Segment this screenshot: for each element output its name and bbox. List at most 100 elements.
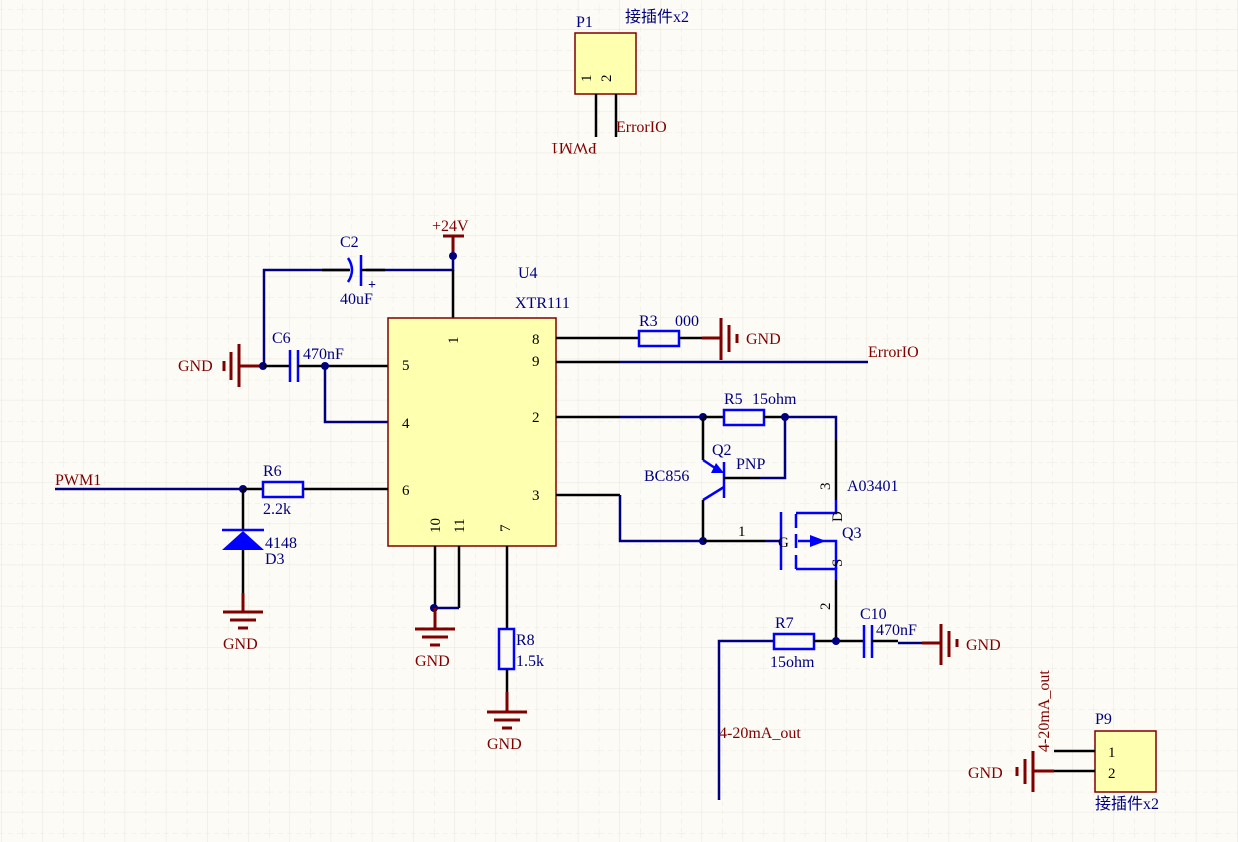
wire-pin3-gate <box>618 495 703 543</box>
q3-drain-label: D <box>830 511 846 522</box>
p9-net-out[interactable]: 4-20mA_out <box>1036 670 1053 752</box>
gnd-label-c6: GND <box>178 358 213 375</box>
u4-pin5: 5 <box>402 358 410 374</box>
gnd-label-c10: GND <box>966 637 1001 654</box>
resistor-r7[interactable]: R7 15ohm <box>770 615 816 671</box>
c2-curved-plate <box>346 257 354 283</box>
u4-pin1: 1 <box>446 337 462 345</box>
p1-body <box>574 32 637 95</box>
wire-r5-q2-base <box>760 417 787 480</box>
capacitor-c2[interactable]: C2 40uF + <box>322 234 385 308</box>
u4-ref: U4 <box>518 265 538 282</box>
u4-pin8: 8 <box>532 332 540 348</box>
vcc-label: +24V <box>432 218 469 235</box>
r7-value: 15ohm <box>770 654 815 671</box>
d3-value: 4148 <box>265 535 297 552</box>
u4-pin2: 2 <box>532 410 540 426</box>
wire-pin5-pin4 <box>323 366 388 424</box>
p1-ref: P1 <box>576 14 593 31</box>
transistor-q2[interactable]: Q2 PNP BC856 <box>644 417 765 541</box>
p1-pin2-number: 2 <box>599 75 615 83</box>
resistor-r5[interactable]: R5 15ohm <box>722 391 797 427</box>
mosfet-q3[interactable]: 1 G D S Q3 A03401 3 2 <box>738 478 899 610</box>
u4-body <box>387 317 557 547</box>
q3-arrow <box>810 535 826 547</box>
u4-pin4: 4 <box>402 416 410 432</box>
c2-value: 40uF <box>340 291 373 308</box>
q3-gate-label: G <box>778 535 789 551</box>
r3-value: 000 <box>675 313 699 330</box>
gnd-label-p9: GND <box>968 765 1003 782</box>
p1-pin1-number: 1 <box>579 75 595 83</box>
c6-value: 470nF <box>303 346 344 363</box>
junction-source <box>832 637 840 645</box>
p9-ref: P9 <box>1095 711 1112 728</box>
net-label-pwm1[interactable]: PWM1 <box>55 472 101 489</box>
junction-gnd-c6 <box>259 362 267 370</box>
p9-pin2-number: 2 <box>1108 766 1116 782</box>
gnd-label-r8: GND <box>487 736 522 753</box>
gnd-label-r3: GND <box>746 331 781 348</box>
q3-value: A03401 <box>847 478 899 495</box>
u4-pin9: 9 <box>532 354 540 370</box>
c2-polarity: + <box>368 278 376 293</box>
p9-body <box>1094 730 1157 793</box>
connector-p9[interactable]: P9 接插件x2 1 2 4-20mA_out <box>1036 670 1159 813</box>
u4-pin11: 11 <box>452 519 468 533</box>
p1-value: 接插件x2 <box>625 8 689 26</box>
c10-ref: C10 <box>860 606 887 623</box>
gnd-pin10-11[interactable]: GND <box>415 608 455 670</box>
q3-pin2: 2 <box>818 603 834 611</box>
gnd-p9[interactable]: GND <box>968 751 1054 792</box>
p1-net-errorio[interactable]: ErrorIO <box>616 119 667 136</box>
gnd-r3[interactable]: GND <box>702 318 781 360</box>
q2-value: BC856 <box>644 468 689 485</box>
d3-anode-triangle <box>222 531 264 550</box>
p1-net-pwm1[interactable]: PWM1 <box>551 139 597 156</box>
r7-ref: R7 <box>775 615 794 632</box>
gnd-r8[interactable]: GND <box>487 692 527 753</box>
net-label-4-20ma-out[interactable]: 4-20mA_out <box>719 725 801 742</box>
c2-ref: C2 <box>340 234 359 251</box>
gnd-c6[interactable]: GND <box>178 344 264 387</box>
q3-drain <box>796 500 838 515</box>
wire-r5-drain <box>785 415 838 440</box>
ic-u4[interactable]: U4 XTR111 1 5 4 6 8 9 2 3 10 11 7 <box>387 265 570 547</box>
p9-pin1-number: 1 <box>1108 745 1116 761</box>
d3-ref: D3 <box>265 551 285 568</box>
q3-source-label: S <box>830 559 846 567</box>
q2-ref: Q2 <box>712 442 732 459</box>
capacitor-c6[interactable]: C6 470nF <box>264 330 388 382</box>
q2-collector <box>702 485 725 502</box>
q2-emitter-arrow <box>711 463 724 473</box>
junction-vcc <box>449 252 457 260</box>
gnd-c10[interactable]: GND <box>922 624 1001 665</box>
r6-ref: R6 <box>263 463 282 480</box>
power-24v[interactable]: +24V <box>432 218 469 255</box>
c10-value: 470nF <box>876 622 917 639</box>
q3-pin3: 3 <box>818 483 834 491</box>
p9-value: 接插件x2 <box>1095 795 1159 813</box>
net-label-errorio[interactable]: ErrorIO <box>868 344 919 361</box>
u4-pin7: 7 <box>498 524 514 532</box>
r8-value: 1.5k <box>516 653 544 670</box>
u4-pin6: 6 <box>402 483 410 499</box>
r6-value: 2.2k <box>263 501 291 518</box>
gnd-d3[interactable]: GND <box>223 593 263 653</box>
gnd-label-d3: GND <box>223 636 258 653</box>
r3-ref: R3 <box>639 313 658 330</box>
diode-d3[interactable]: 4148 D3 <box>222 489 297 593</box>
r5-value: 15ohm <box>752 391 797 408</box>
r8-ref: R8 <box>516 632 535 649</box>
connector-p1[interactable]: P1 接插件x2 1 2 PWM1 ErrorIO <box>551 8 689 156</box>
gnd-label-u4: GND <box>415 653 450 670</box>
u4-pin10: 10 <box>428 518 444 533</box>
c6-ref: C6 <box>272 330 291 347</box>
resistor-r3[interactable]: R3 000 <box>637 313 699 348</box>
q3-pin1: 1 <box>738 524 746 540</box>
resistor-r6[interactable]: R6 2.2k <box>261 463 305 518</box>
r5-ref: R5 <box>724 391 743 408</box>
q2-type: PNP <box>736 456 765 473</box>
